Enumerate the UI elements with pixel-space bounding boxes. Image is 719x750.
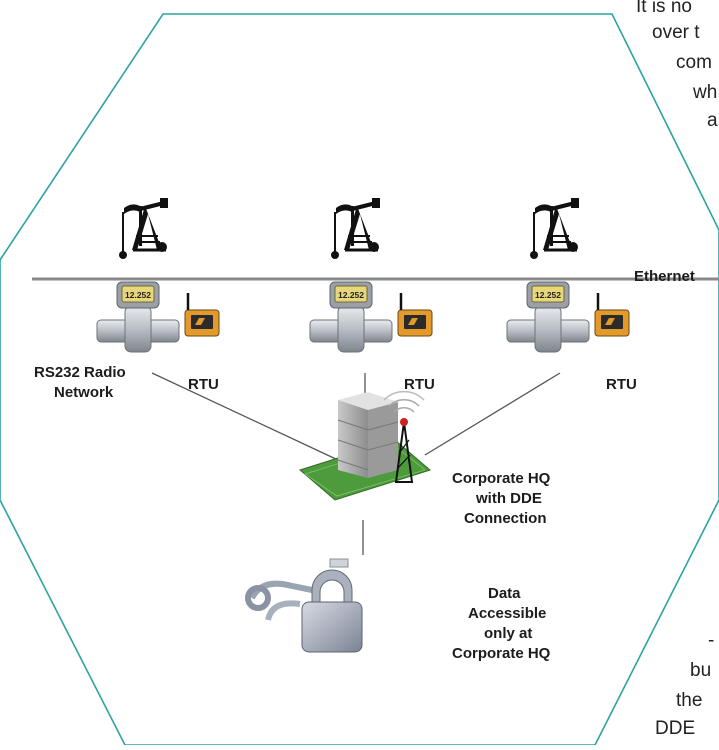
rtu-label-2: RTU: [404, 376, 435, 393]
side-text-line-7: bu: [690, 660, 712, 681]
side-text-line-8: the: [676, 690, 703, 711]
rtu-device-icon-1: [95, 280, 221, 354]
rs232-label-line-1: RS232 Radio: [34, 364, 126, 381]
meter-reading-2: 12.252: [338, 290, 364, 300]
access-label-line-3: only at: [484, 625, 533, 642]
corporate-hq-icon: [298, 392, 432, 501]
keys-padlock-icon: [245, 558, 363, 653]
rtu-device-icon-2: [308, 280, 434, 354]
rs232-label-line-2: Network: [54, 384, 114, 401]
connector-left: [151, 372, 339, 461]
hq-label-line-1: Corporate HQ: [452, 470, 551, 487]
access-label-line-2: Accessible: [468, 605, 547, 622]
rtu-label-3: RTU: [606, 376, 637, 393]
rtu-device-icon-3: [505, 280, 631, 354]
connector-right: [424, 372, 561, 456]
side-text-line-5: a: [707, 110, 718, 131]
side-text-line-4: wh: [693, 82, 718, 103]
hq-label-line-3: Connection: [464, 510, 547, 527]
meter-reading-3: 12.252: [535, 290, 561, 300]
rtu-label-1: RTU: [188, 376, 219, 393]
side-text-line-2: over t: [652, 22, 700, 43]
side-text-line-6: -: [708, 630, 715, 651]
pumpjack-icon-2: [329, 196, 382, 261]
pumpjack-icon-3: [528, 196, 581, 261]
access-label-line-4: Corporate HQ: [452, 645, 551, 662]
side-text-line-3: com: [676, 52, 712, 73]
ethernet-label: Ethernet: [634, 268, 695, 285]
pumpjack-icon-1: [117, 196, 170, 261]
side-text-line-1: It is no: [636, 0, 692, 17]
hq-label-line-2: with DDE: [476, 490, 542, 507]
access-label-line-1: Data: [488, 585, 521, 602]
side-text-line-9: DDE: [655, 718, 696, 739]
meter-reading-1: 12.252: [125, 290, 151, 300]
radio-tower-icon: [383, 390, 425, 483]
